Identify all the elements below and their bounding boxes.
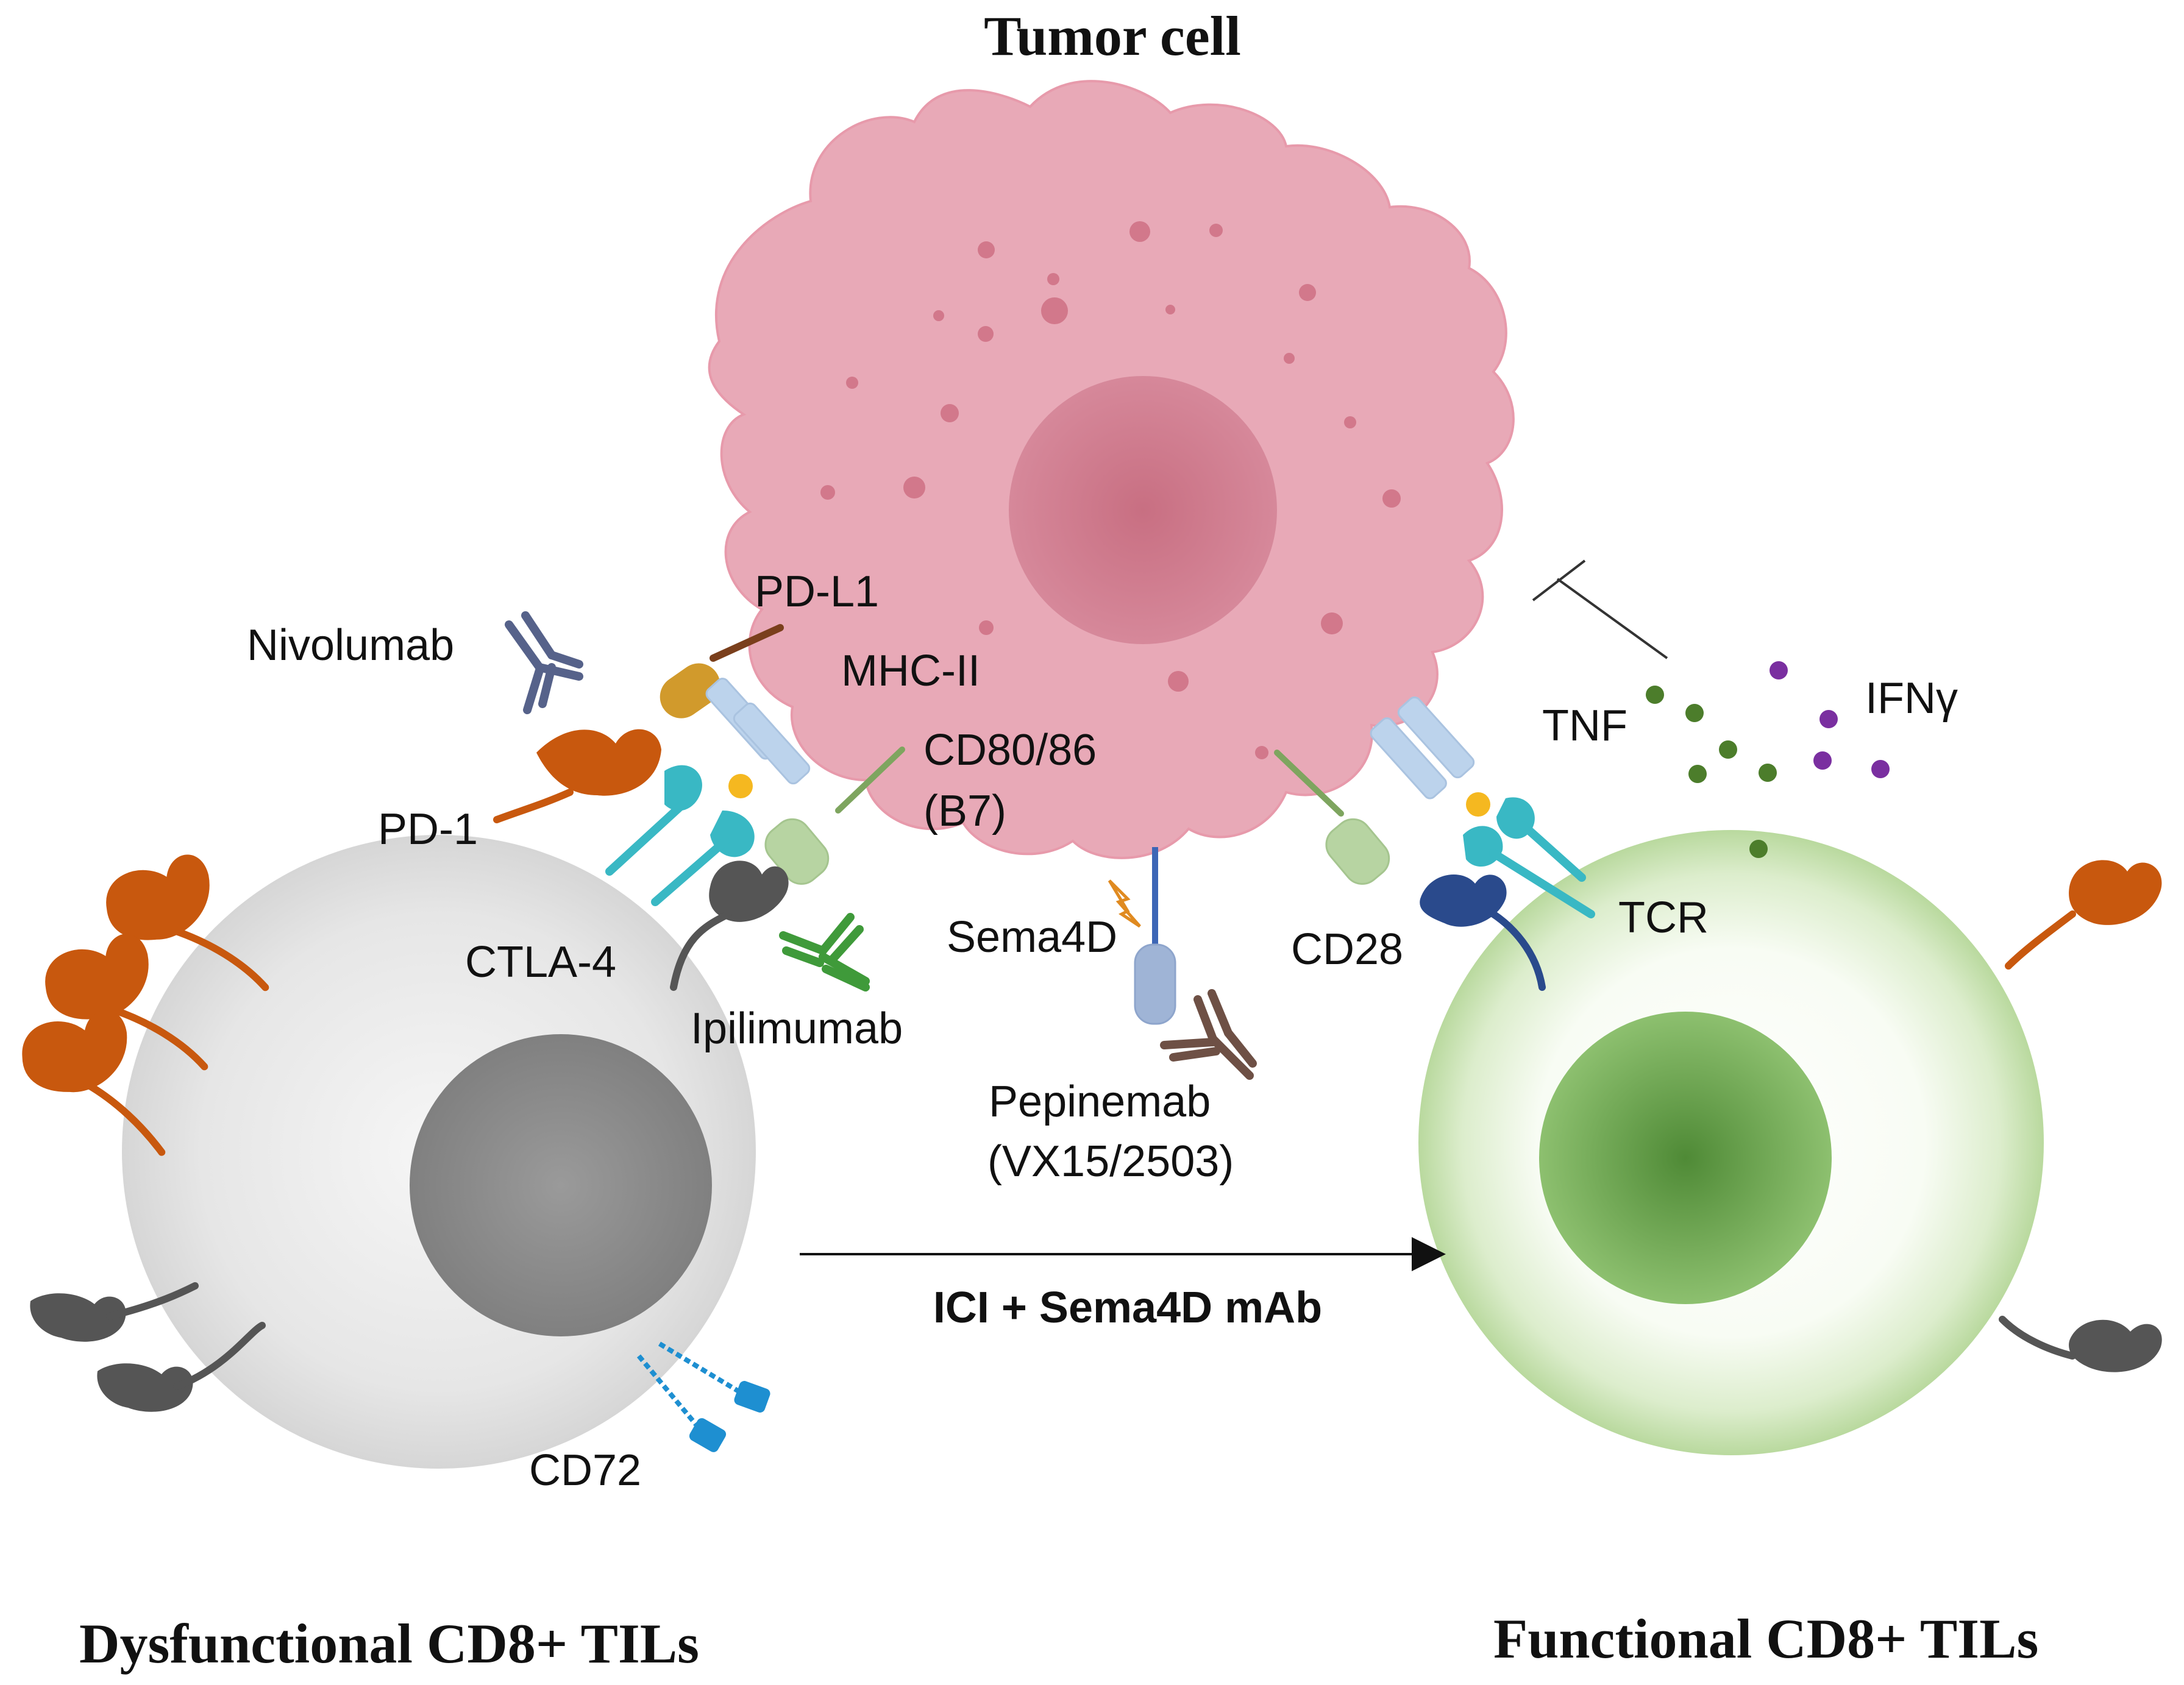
inhibition-symbol bbox=[1532, 559, 1668, 659]
dysfunctional-cells-title: Dysfunctional CD8+ TILs bbox=[79, 1612, 699, 1675]
tumor-granules bbox=[820, 221, 1401, 759]
tnf-cytokine-dots bbox=[1646, 686, 1777, 858]
nivolumab-antibody-icon bbox=[505, 611, 583, 714]
label-ctla-4: CTLA-4 bbox=[465, 938, 616, 987]
pd1-receptor-group-left bbox=[22, 854, 269, 1156]
label-b7: (B7) bbox=[923, 787, 1006, 835]
mhc-ii-right bbox=[1370, 696, 1490, 817]
label-tcr: TCR bbox=[1618, 893, 1709, 942]
ifng-cytokine-dots bbox=[1770, 661, 1890, 778]
label-pepinemab: Pepinemab bbox=[989, 1077, 1211, 1126]
label-cd28: CD28 bbox=[1291, 925, 1403, 974]
ipilimumab-antibody-icon bbox=[779, 913, 870, 991]
b7-ligand-left bbox=[764, 747, 905, 885]
tumor-nucleus bbox=[1009, 376, 1277, 644]
ctla4-receptor-right bbox=[1999, 1316, 2162, 1372]
cd72-receptor-group bbox=[636, 1341, 770, 1452]
label-ipilimumab: Ipilimumab bbox=[691, 1004, 903, 1053]
mhc-ii-left bbox=[705, 678, 811, 798]
functional-t-cell bbox=[1418, 830, 2044, 1455]
label-treatment: ICI + Sema4D mAb bbox=[933, 1283, 1322, 1332]
label-tnf: TNF bbox=[1542, 701, 1627, 750]
label-pd-l1: PD-L1 bbox=[755, 567, 879, 616]
tumor-cell bbox=[708, 80, 1515, 859]
ctla4-receptor-group-left bbox=[30, 1282, 266, 1412]
label-pd-1: PD-1 bbox=[378, 805, 478, 854]
functional-cell-nucleus bbox=[1539, 1012, 1832, 1304]
label-nivolumab: Nivolumab bbox=[247, 621, 454, 670]
pd-l1-ligand bbox=[660, 624, 784, 718]
dysfunctional-cell-nucleus bbox=[410, 1034, 712, 1336]
label-cd72: CD72 bbox=[529, 1446, 641, 1495]
tcr-right bbox=[1463, 797, 1595, 918]
label-sema4d: Sema4D bbox=[947, 913, 1117, 962]
tumor-cell-title: Tumor cell bbox=[984, 5, 1241, 67]
pd1-receptor-right bbox=[2005, 860, 2162, 970]
functional-cells-title: Functional CD8+ TILs bbox=[1493, 1608, 2038, 1670]
pd1-receptor-engaged bbox=[493, 729, 661, 823]
tcr-left bbox=[605, 765, 755, 906]
pepinemab-antibody-icon bbox=[1160, 989, 1257, 1080]
sema4d-ligand bbox=[1134, 847, 1176, 1025]
ctla4-receptor-engaged bbox=[670, 860, 789, 991]
lightning-icon bbox=[1108, 879, 1141, 928]
label-cd80-86: CD80/86 bbox=[923, 726, 1097, 775]
label-pepinemab-code: (VX15/2503) bbox=[987, 1137, 1234, 1186]
label-mhc-ii: MHC-II bbox=[841, 647, 980, 695]
label-ifng: IFNγ bbox=[1865, 674, 1958, 723]
cd28-receptor bbox=[1420, 874, 1546, 991]
dysfunctional-t-cell bbox=[122, 835, 756, 1469]
b7-ligand-right bbox=[1274, 750, 1390, 885]
